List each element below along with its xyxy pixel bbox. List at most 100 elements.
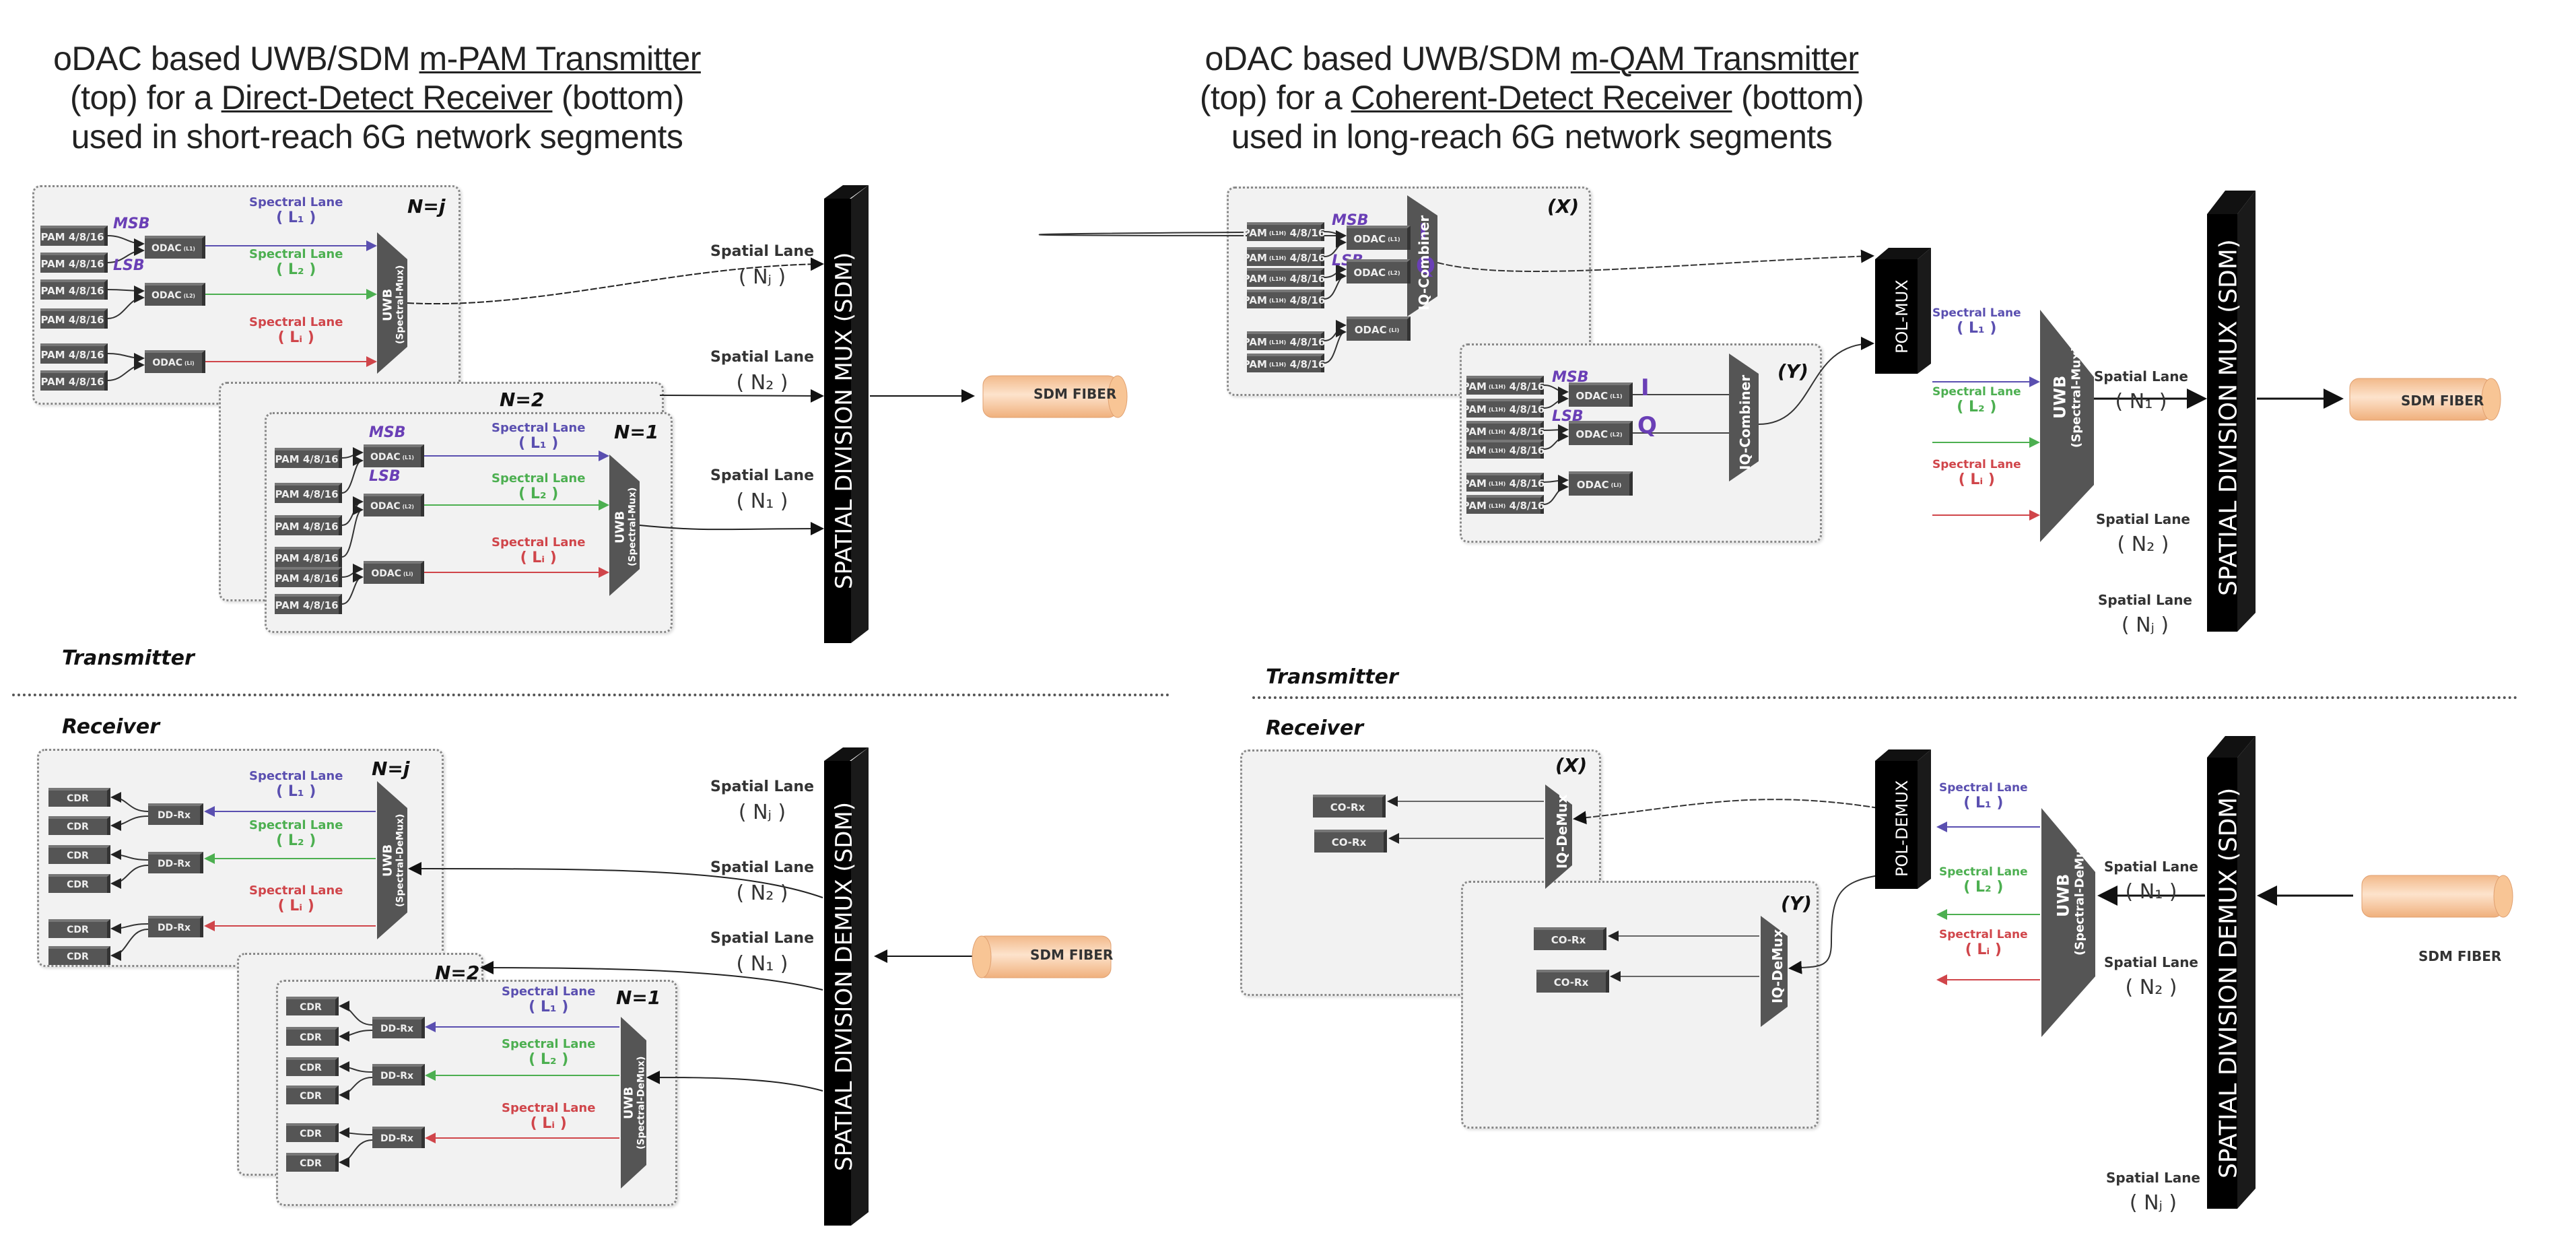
pam-block: PAM 4/8/16: [40, 253, 108, 273]
spatial-lane-nj: Spatial Lane( Nⱼ ): [2098, 587, 2192, 638]
lane-index: ( L₁ ): [276, 783, 316, 800]
odac-label: ODAC: [151, 243, 182, 254]
lane-index: ( Lᵢ ): [1958, 471, 1995, 488]
pam-order: 4/8/16: [1289, 252, 1326, 264]
pam-order: 4/8/16: [1509, 403, 1545, 415]
pam-sup: (L1H): [1488, 502, 1506, 509]
spectral-lane-li: Spectral Lane( Lᵢ ): [249, 315, 343, 346]
odac-sup: (L1): [1388, 236, 1400, 242]
cdr-block: CDR: [48, 919, 110, 938]
lane-index: ( Nⱼ ): [738, 265, 786, 289]
lane-label: Spatial Lane: [2106, 1170, 2200, 1186]
pam-order: 4/8/16: [1289, 358, 1326, 370]
cdr-block: CDR: [286, 1027, 339, 1046]
lane-label: Spectral Lane: [249, 769, 343, 783]
lane-label: Spatial Lane: [710, 243, 814, 260]
lane-index: ( L₁ ): [1963, 795, 2004, 811]
msb-label: MSB: [369, 424, 406, 441]
spectral-lane-li: Spectral Lane( Lᵢ ): [1939, 928, 2028, 958]
lane-label: Spectral Lane: [502, 1037, 596, 1051]
odac-label: ODAC: [1575, 428, 1608, 440]
pam-sup: (L1H): [1488, 447, 1506, 454]
lane-index: ( N₂ ): [736, 371, 788, 395]
fiber-end: [972, 935, 992, 978]
pam-block: PAM 4/8/16: [40, 370, 108, 391]
odac-label: ODAC: [1576, 479, 1609, 491]
pam-order: 4/8/16: [1509, 477, 1545, 490]
pam-block: PAM(L1H) 4/8/16: [1243, 290, 1325, 308]
dd-rx-block: DD-Rx: [148, 916, 203, 937]
pam-block: PAM(L1H) 4/8/16: [1243, 268, 1325, 287]
lane-label: Spectral Lane: [502, 1101, 596, 1115]
lane-label: Spectral Lane: [1939, 781, 2028, 795]
pol-mux-label: POL-MUX: [1893, 279, 1911, 354]
odac-label: ODAC: [1353, 233, 1386, 245]
fiber-label: SDM FIBER: [2418, 948, 2502, 964]
lane-index: ( Nⱼ ): [2129, 1191, 2177, 1215]
spectral-lane-l1: Spectral Lane( L₁ ): [249, 195, 343, 226]
rx-panel-y: [1461, 881, 1819, 1129]
odac-label: ODAC: [1575, 390, 1608, 402]
pam-sup: (L1H): [1268, 275, 1287, 282]
lane-index: ( N₁ ): [736, 952, 788, 976]
lane-label: Spectral Lane: [1932, 458, 2021, 471]
lane-label: Spectral Lane: [1932, 385, 2021, 399]
pam-sup: (L1H): [1488, 383, 1506, 390]
pam-label: PAM: [1242, 227, 1267, 239]
panel-label-n2: N=2: [435, 962, 480, 984]
odac-sup: (Li): [403, 570, 413, 577]
spectral-lane-li: Spectral Lane( Lᵢ ): [502, 1101, 595, 1132]
iq-combiner-label: IQ-Combiner: [1737, 374, 1753, 471]
right-title: oDAC based UWB/SDM m-QAM Transmitter (to…: [1172, 39, 1892, 156]
pam-block: PAM 4/8/16: [40, 226, 108, 246]
panel-label-n2: N=2: [500, 389, 545, 411]
odac-sup: (L2): [1388, 269, 1400, 276]
spectral-lane-li: Spectral Lane( Lᵢ ): [492, 535, 585, 566]
co-rx-block: CO-Rx: [1536, 970, 1609, 993]
pam-sup: (L1H): [1268, 297, 1287, 304]
lane-index: ( N₁ ): [2125, 880, 2177, 904]
title-underlined: Coherent-Detect Receiver: [1351, 79, 1733, 116]
lane-index: ( L₁ ): [529, 999, 569, 1015]
panel-label-x: (X): [1555, 754, 1588, 776]
pam-block: PAM 4/8/16: [40, 343, 108, 364]
lane-label: Spectral Lane: [249, 195, 343, 209]
title-text: used in long-reach 6G network segments: [1231, 118, 1833, 156]
lane-label: Spectral Lane: [502, 984, 596, 999]
spectral-lane-l1: Spectral Lane( L₁ ): [1939, 781, 2028, 811]
transmitter-label-left: Transmitter: [62, 646, 195, 670]
lane-index: ( Nⱼ ): [2121, 613, 2169, 637]
uwb-spectral-demux-label: UWB(Spectral-DeMux): [378, 791, 408, 929]
odac-sup: (L1): [1610, 393, 1623, 399]
spectral-mux-label: (Spectral-Mux): [395, 265, 406, 345]
co-rx-block: CO-Rx: [1314, 830, 1387, 853]
lane-label: Spatial Lane: [710, 930, 814, 947]
pol-mux-top: [1875, 248, 1931, 259]
lsb-label: LSB: [369, 468, 401, 485]
odac-sup: (L2): [1610, 431, 1623, 438]
spatial-lane-n1: Spatial Lane( N₁ ): [2104, 854, 2198, 905]
panel-label-n1: N=1: [616, 987, 661, 1009]
panel-label-x: (X): [1547, 195, 1580, 218]
lane-label: Spectral Lane: [1939, 928, 2028, 941]
lane-index: ( L₁ ): [1957, 320, 1997, 337]
fiber-body: [2361, 875, 2504, 918]
lane-index: ( L₂ ): [276, 832, 316, 849]
pam-block: PAM(L1H) 4/8/16: [1462, 440, 1545, 459]
spatial-lane-nj: Spatial Lane ( Nⱼ ): [2106, 1165, 2200, 1216]
spatial-lane-nj: Spatial Lane ( Nⱼ ): [710, 239, 814, 290]
spatial-lane-n1: Spatial Lane( N₁ ): [2094, 364, 2188, 415]
lane-label: Spectral Lane: [249, 818, 343, 832]
spectral-lane-l2: Spectral Lane( L₂ ): [492, 471, 585, 502]
fiber-label: SDM FIBER: [1033, 386, 1117, 402]
pam-block: PAM(L1H) 4/8/16: [1243, 247, 1326, 266]
iq-demux-label: IQ-DeMux: [1554, 794, 1570, 869]
fiber-end: [2493, 875, 2513, 918]
uwb-label: UWB: [621, 1086, 636, 1119]
lane-label: Spectral Lane: [1939, 865, 2028, 879]
cdr-block: CDR: [48, 946, 110, 965]
pam-sup: (L1H): [1268, 339, 1287, 345]
title-underlined: m-PAM Transmitter: [419, 40, 702, 77]
pam-order: 4/8/16: [1509, 426, 1545, 438]
lane-label: Spectral Lane: [492, 471, 586, 486]
